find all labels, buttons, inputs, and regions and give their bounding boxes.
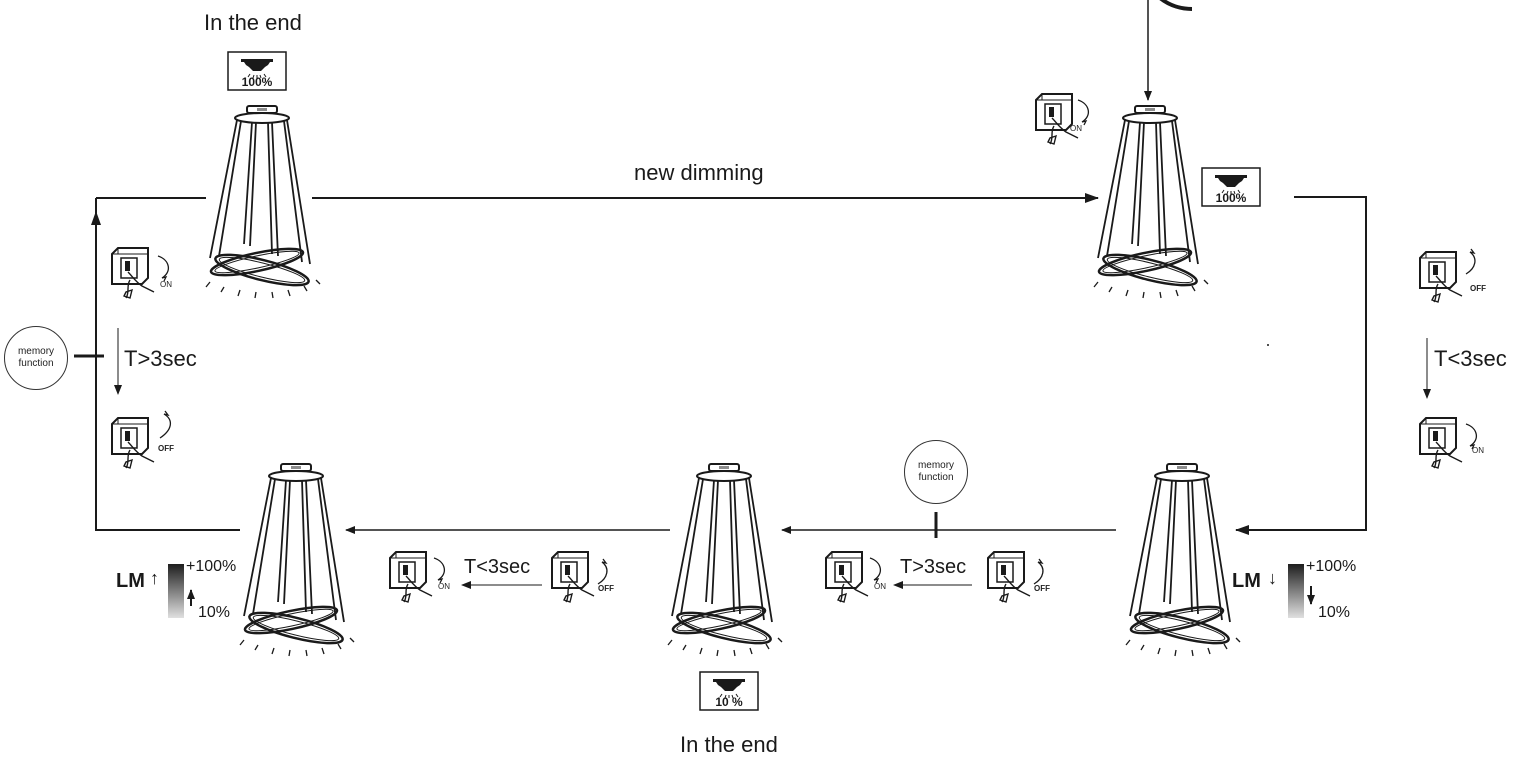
stray-dot — [1267, 344, 1269, 346]
badge-percent-top-right: 100% — [1215, 191, 1247, 205]
left-return-line — [91, 211, 240, 531]
switch-off-label-bottom-1: OFF — [598, 584, 614, 593]
wall-switch-icon-left-on — [111, 247, 155, 299]
wall-switch-icon-bottom-off-2 — [987, 551, 1031, 603]
memory-label-line1: memory — [917, 460, 955, 471]
memory-label-line2: function — [918, 472, 954, 483]
dimmer-min-right: 10% — [1318, 604, 1351, 621]
new-dimming-label: new dimming — [634, 160, 764, 185]
lm-arrow-up-icon: ↑ — [150, 568, 159, 588]
switch-arcs — [157, 99, 1477, 585]
badge-percent-bottom-center: 10 % — [715, 695, 743, 709]
right-flow-line — [1235, 196, 1367, 535]
wall-switch-icon-bottom-off-1 — [551, 551, 595, 603]
lm-label-left: LM — [116, 570, 145, 592]
pendant-lamp-icon-bottom-right — [1124, 462, 1242, 658]
wall-switch-icon-left-off — [111, 417, 155, 469]
memory-label-line2: function — [18, 358, 54, 369]
dimmer-min-left: 10% — [198, 604, 231, 621]
switch-on-label-right: ON — [1472, 446, 1484, 455]
switch-on-label-left: ON — [160, 280, 172, 289]
switch-on-label-bottom-1: ON — [438, 582, 450, 591]
pendant-lamp-icon-bottom-center — [666, 462, 784, 658]
dimmer-max-right: +100% — [1306, 558, 1357, 575]
entry-curve — [1159, 0, 1193, 11]
t-gt-bottom-label: T>3sec — [900, 556, 967, 578]
pendant-lamp-icon-top-right — [1092, 104, 1210, 300]
wall-switch-icon-right-off — [1419, 251, 1463, 303]
wall-switch-icon-bottom-on-2 — [825, 551, 869, 603]
in-the-end-top-label: In the end — [204, 10, 302, 35]
lm-label-right: LM — [1232, 570, 1261, 592]
dimmer-gradient-right — [1288, 564, 1304, 618]
t-lt-right-label: T<3sec — [1434, 346, 1507, 371]
dimmer-max-left: +100% — [186, 558, 237, 575]
switch-off-label-right: OFF — [1470, 284, 1486, 293]
switch-on-label-bottom-2: ON — [874, 582, 886, 591]
t-lt-bottom-label: T<3sec — [464, 556, 531, 578]
switch-off-label-left: OFF — [158, 444, 174, 453]
pendant-lamp-icon-bottom-left — [238, 462, 356, 658]
wall-switch-icon-bottom-on-1 — [389, 551, 433, 603]
wall-switch-icon-top-right — [1035, 93, 1079, 145]
badge-percent-top-left: 100% — [241, 75, 273, 89]
lm-arrow-down-icon: ↓ — [1268, 568, 1277, 588]
dimmer-gradient-left — [168, 564, 184, 618]
wall-switch-icon-right-on — [1419, 417, 1463, 469]
switch-off-label-bottom-2: OFF — [1034, 584, 1050, 593]
switch-on-label-top-right: ON — [1070, 124, 1082, 133]
pendant-lamp-icon-top-left — [204, 104, 322, 300]
t-gt-left-label: T>3sec — [124, 346, 197, 371]
memory-label-line1: memory — [17, 346, 55, 357]
in-the-end-bottom-label: In the end — [680, 732, 778, 757]
